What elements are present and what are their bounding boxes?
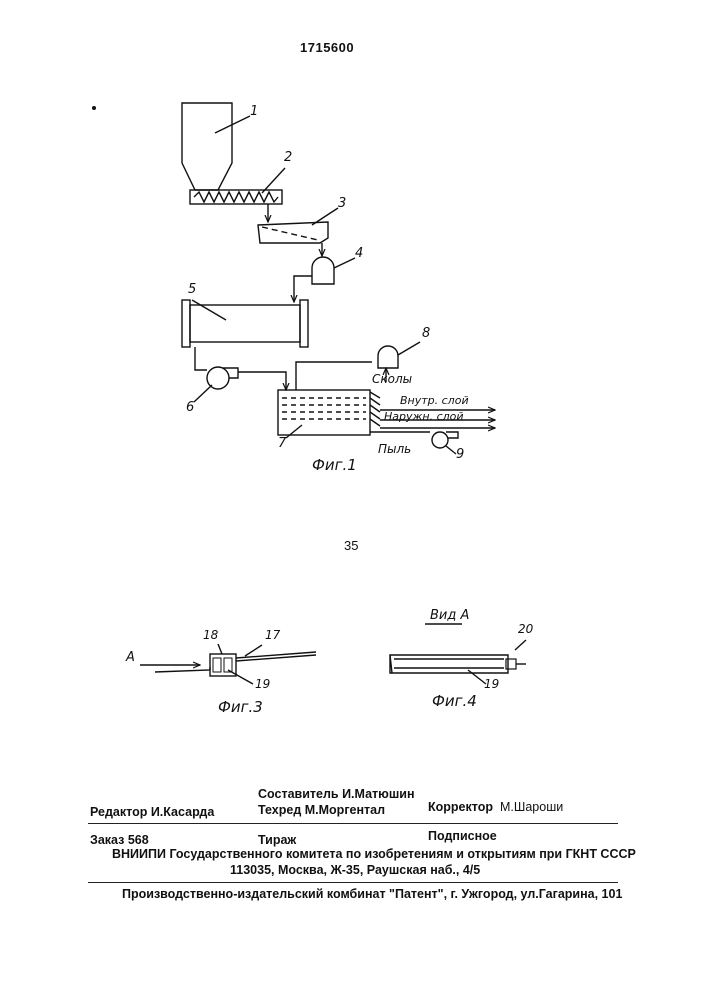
label-19-fig4: 19 bbox=[484, 677, 499, 691]
fan-9 bbox=[432, 432, 458, 454]
page-number: 35 bbox=[344, 538, 358, 553]
unit-4 bbox=[312, 257, 355, 284]
fig4-caption: Фиг.4 bbox=[432, 692, 477, 710]
divider-top bbox=[88, 823, 618, 824]
fig3-assembly bbox=[140, 644, 316, 684]
label-8: 8 bbox=[422, 326, 430, 341]
address: 113035, Москва, Ж-35, Раушская наб., 4/5 bbox=[230, 863, 480, 877]
label-5: 5 bbox=[188, 282, 196, 297]
label-18: 18 bbox=[203, 628, 218, 642]
editor: Редактор И.Касарда bbox=[90, 805, 214, 819]
label-9: 9 bbox=[456, 447, 464, 462]
view-a-label: Вид А bbox=[430, 608, 469, 623]
label-1: 1 bbox=[250, 104, 258, 119]
output-outer-layer: Наружн. слой bbox=[384, 410, 464, 423]
subscription: Подписное bbox=[428, 829, 497, 843]
order-number: Заказ 568 bbox=[90, 833, 149, 847]
label-3: 3 bbox=[338, 196, 346, 211]
label-4: 4 bbox=[355, 246, 363, 261]
screen-3 bbox=[258, 208, 338, 243]
output-inner-layer: Внутр. слой bbox=[400, 394, 469, 407]
compiler: Составитель И.Матюшин bbox=[258, 787, 415, 801]
label-19-fig3: 19 bbox=[255, 677, 270, 691]
patent-drawings bbox=[0, 0, 707, 760]
arrow-label-a: А bbox=[126, 650, 135, 665]
output-chips: Сколы bbox=[372, 372, 412, 386]
label-2: 2 bbox=[284, 150, 292, 165]
label-17: 17 bbox=[265, 628, 280, 642]
label-20: 20 bbox=[518, 622, 533, 636]
fig3-caption: Фиг.3 bbox=[218, 698, 263, 716]
drum-5 bbox=[182, 300, 308, 347]
fan-6 bbox=[194, 367, 238, 402]
corrector-label: Корректор bbox=[428, 800, 493, 814]
publisher: Производственно-издательский комбинат "П… bbox=[122, 887, 622, 901]
separator-7 bbox=[278, 390, 380, 438]
screw-feeder-2 bbox=[190, 168, 285, 204]
label-7: 7 bbox=[278, 436, 286, 451]
fig1-caption: Фиг.1 bbox=[312, 456, 357, 474]
divider-bottom bbox=[88, 882, 618, 883]
fig4-assembly bbox=[390, 624, 526, 684]
bunker-1 bbox=[182, 103, 250, 190]
label-6: 6 bbox=[186, 400, 194, 415]
unit-8 bbox=[378, 342, 420, 368]
techred: Техред М.Моргентал bbox=[258, 803, 385, 817]
corrector-name: М.Шароши bbox=[500, 800, 563, 814]
circulation: Тираж bbox=[258, 833, 296, 847]
institute: ВНИИПИ Государственного комитета по изоб… bbox=[112, 847, 636, 861]
output-dust: Пыль bbox=[378, 442, 411, 456]
